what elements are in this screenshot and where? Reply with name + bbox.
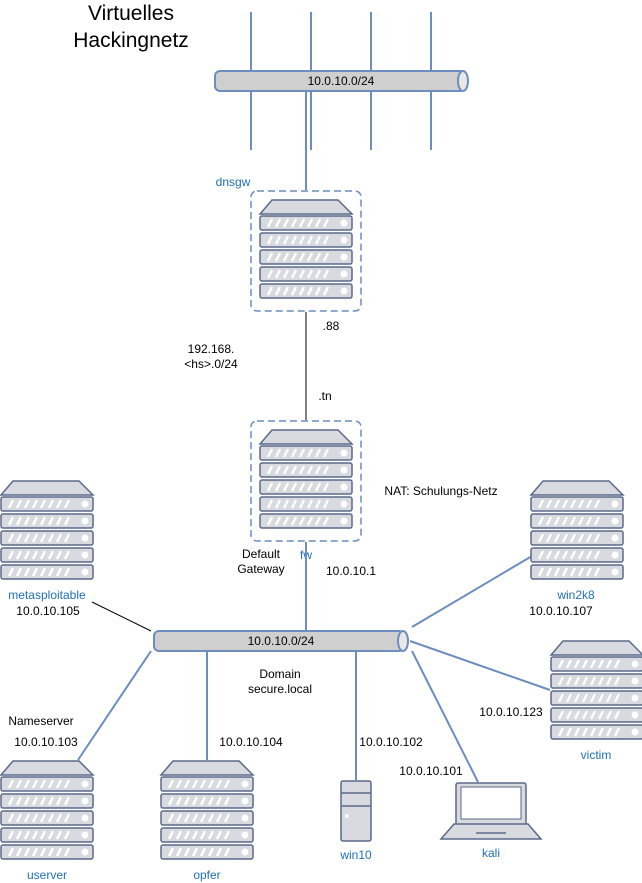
default-gateway-line-1: Default [242, 547, 281, 561]
win2k8-label: win2k8 [556, 588, 595, 602]
win10-pc-icon [340, 780, 372, 842]
nat-label: NAT: Schulungs-Netz [384, 484, 497, 498]
transfer-subnet-line-2: <hs>.0/24 [184, 357, 238, 371]
main-bus-links [77, 555, 551, 783]
kali-ip: 10.0.10.101 [399, 764, 463, 778]
userver-label: userver [27, 868, 67, 882]
dnsgw-group-box [250, 190, 362, 312]
dnsgw-label: dnsgw [216, 175, 251, 189]
fw-group-box [250, 420, 362, 542]
metasploitable-link [91, 601, 152, 632]
domain-line-1: Domain [259, 667, 300, 681]
dnsgw-link-ip: .88 [323, 319, 340, 333]
metasploitable-ip: 10.0.10.105 [16, 604, 80, 618]
domain-line-2: secure.local [248, 682, 312, 696]
diagram-title-line-2: Hackingnetz [73, 29, 189, 52]
diagram-title-line-1: Virtuelles [88, 2, 174, 25]
kali-label: kali [482, 846, 500, 860]
win10-label: win10 [339, 848, 372, 862]
victim-server-icon [549, 639, 642, 741]
win2k8-ip: 10.0.10.107 [529, 604, 593, 618]
kali-laptop-icon [439, 782, 543, 840]
main-bus-label: 10.0.10.0/24 [248, 634, 315, 648]
fw-server-icon [258, 428, 354, 530]
win10-ip: 10.0.10.102 [359, 735, 423, 749]
nameserver-label: Nameserver [8, 714, 73, 728]
transfer-subnet-line-1: 192.168. [188, 342, 235, 356]
fw-link-ip: .tn [318, 389, 331, 403]
default-gateway-line-2: Gateway [237, 562, 284, 576]
opfer-server-icon [159, 759, 255, 861]
dnsgw-server-icon [258, 198, 354, 300]
metasploitable-label: metasploitable [8, 588, 86, 602]
userver-ip: 10.0.10.103 [14, 735, 78, 749]
opfer-label: opfer [193, 868, 220, 882]
userver-server-icon [0, 759, 95, 861]
victim-ip: 10.0.10.123 [479, 705, 543, 719]
fw-ip-label: 10.0.10.1 [326, 564, 376, 578]
metasploitable-server-icon [0, 479, 95, 581]
main-network-bus: 10.0.10.0/24 [153, 630, 409, 652]
top-network-bus: 10.0.10.0/24 [214, 70, 469, 92]
top-bus-label: 10.0.10.0/24 [308, 74, 375, 88]
win2k8-server-icon [529, 479, 625, 581]
opfer-ip: 10.0.10.104 [219, 735, 283, 749]
victim-label: victim [581, 748, 612, 762]
